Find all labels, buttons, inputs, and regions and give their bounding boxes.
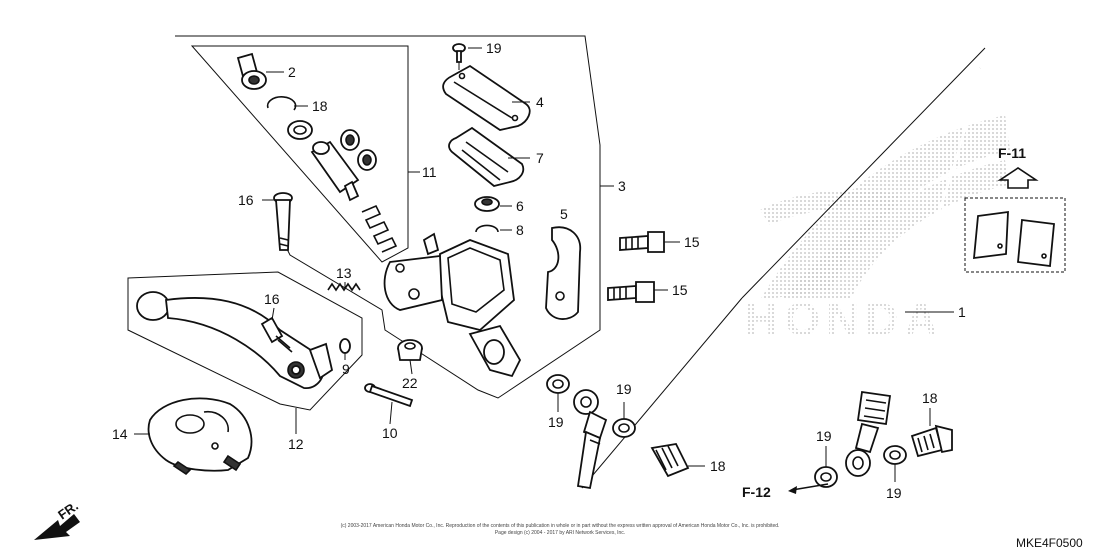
master-cylinder-group-outline xyxy=(175,35,601,399)
label-part-1: 1 xyxy=(958,304,966,320)
label-part-12: 12 xyxy=(288,436,304,452)
diagram-code: MKE4F0500 xyxy=(1016,536,1083,550)
label-part-10: 10 xyxy=(382,425,398,441)
lever-group-outline xyxy=(127,271,363,411)
label-part-2: 2 xyxy=(288,64,296,80)
piston-washer-part xyxy=(287,120,313,140)
lever-adjuster-part xyxy=(260,316,293,353)
clamp-holder-part xyxy=(545,226,582,320)
label-part-9: 9 xyxy=(342,361,350,377)
label-part-18-a: 18 xyxy=(710,458,726,474)
label-part-5: 5 xyxy=(560,206,568,222)
lever-collar-part xyxy=(339,338,351,354)
pivot-boot-part xyxy=(397,339,423,361)
diaphragm-part xyxy=(448,126,525,187)
clamp-detail-parts xyxy=(972,210,1055,268)
label-part-11: 11 xyxy=(422,164,437,180)
lever-cover-part xyxy=(147,397,253,476)
brake-lever-part xyxy=(136,291,334,389)
circlip-part xyxy=(266,96,297,111)
sealing-washer-2-part xyxy=(612,418,636,438)
sealing-washer-4-part xyxy=(883,445,907,465)
banjo-bolt-2-part xyxy=(910,424,953,458)
label-part-17: 16 xyxy=(238,192,254,208)
piston-seal-part xyxy=(340,129,377,171)
front-direction-arrow-icon xyxy=(34,514,80,540)
clamp-bolt-upper-part xyxy=(619,231,665,253)
pivot-bolt-part xyxy=(273,192,293,251)
hose-guide-line-right xyxy=(741,47,986,299)
piston-spring-part xyxy=(361,204,398,253)
label-part-6: 6 xyxy=(516,198,524,214)
banjo-bolt-1-part xyxy=(650,443,690,478)
clamp-detail-outline xyxy=(964,197,1066,273)
hose-guide-line xyxy=(581,297,743,489)
label-part-15-lower: 15 xyxy=(672,282,688,298)
label-part-4: 4 xyxy=(536,94,544,110)
label-part-14: 14 xyxy=(112,426,128,442)
label-part-22: 22 xyxy=(402,375,418,391)
clamp-bolt-lower-part xyxy=(607,281,655,303)
f11-up-arrow-icon xyxy=(997,167,1039,189)
reference-f11[interactable]: F-11 xyxy=(998,145,1026,161)
reference-f12[interactable]: F-12 xyxy=(742,484,771,500)
label-part-13: 13 xyxy=(336,265,352,281)
f12-arrow-icon xyxy=(788,483,829,494)
hose-end-part xyxy=(573,389,608,490)
master-cylinder-body-part xyxy=(383,232,522,378)
copyright-line-2: Page design (c) 2004 - 2017 by ARI Netwo… xyxy=(495,530,625,536)
label-part-7: 7 xyxy=(536,150,544,166)
piston-boot-part xyxy=(236,52,267,90)
label-part-19-b: 19 xyxy=(548,414,564,430)
label-part-20: 18 xyxy=(312,98,328,114)
label-part-19-d: 19 xyxy=(886,485,902,501)
piston-kit-group-outline xyxy=(190,45,409,263)
brake-hose-part xyxy=(845,67,982,477)
honda-wordmark-watermark: HONDA xyxy=(745,293,944,345)
leader-lines xyxy=(134,47,954,482)
reservoir-cap-part xyxy=(442,64,531,131)
label-part-16: 16 xyxy=(264,291,280,307)
cap-screw-part xyxy=(452,43,466,63)
lever-spring-part xyxy=(327,282,361,292)
lever-pivot-bolt-part xyxy=(364,383,414,408)
label-part-19-c: 19 xyxy=(816,428,832,444)
sealing-washer-1-part xyxy=(546,374,570,394)
piston-part xyxy=(310,140,360,202)
label-part-18-b: 18 xyxy=(922,390,938,406)
label-part-3: 3 xyxy=(618,178,626,194)
float-clip-part xyxy=(475,224,499,233)
label-part-21: 19 xyxy=(486,40,502,56)
copyright-line-1: (c) 2003-2017 American Honda Motor Co., … xyxy=(341,523,780,529)
label-part-19-a: 19 xyxy=(616,381,632,397)
label-part-8: 8 xyxy=(516,222,524,238)
float-part xyxy=(474,196,500,212)
label-part-15-upper: 15 xyxy=(684,234,700,250)
